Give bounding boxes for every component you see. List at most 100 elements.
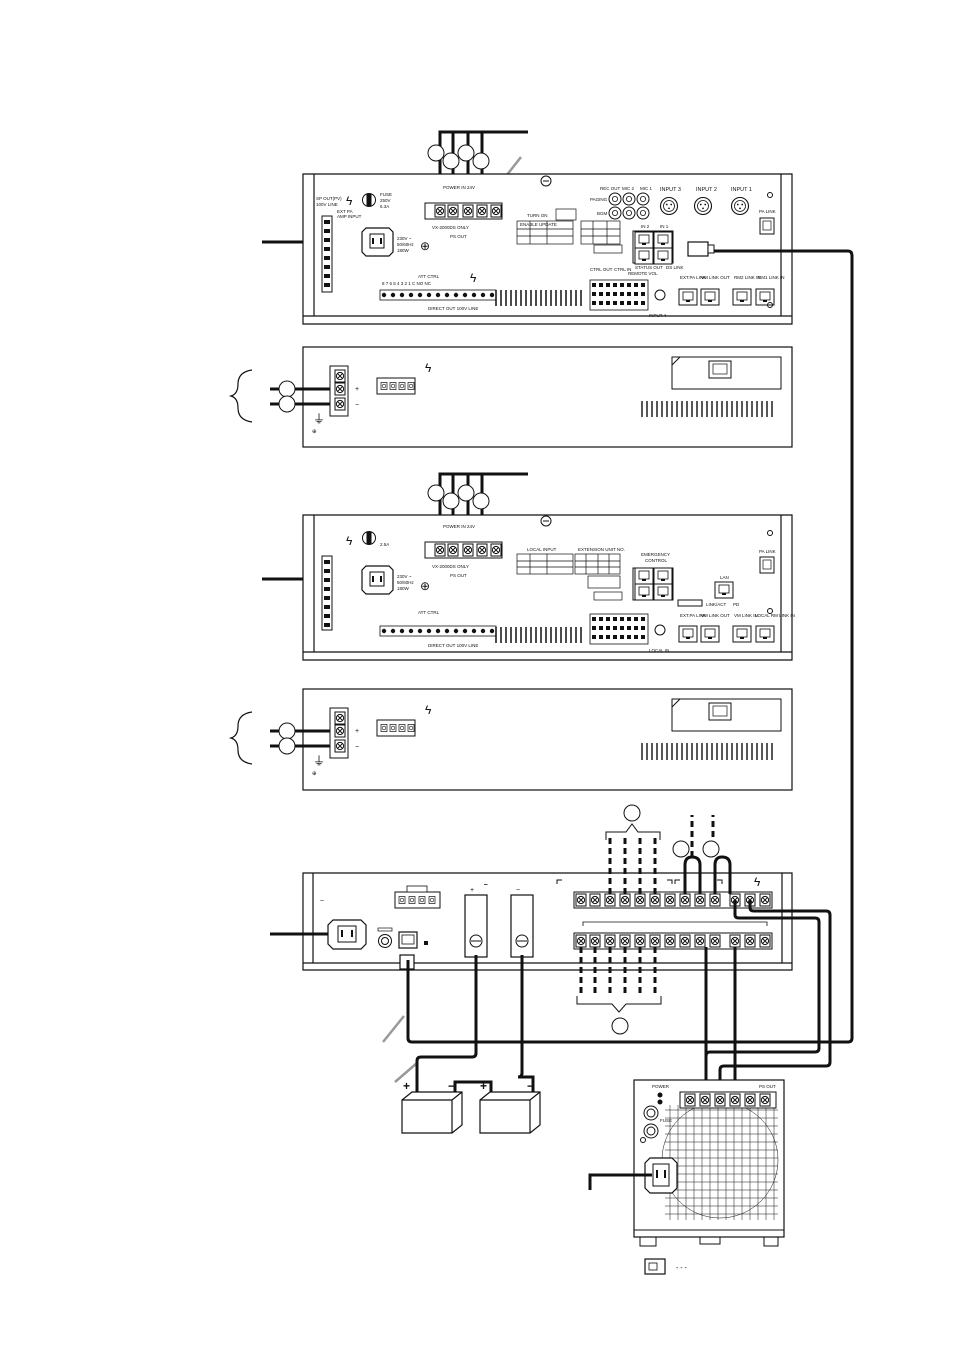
battery2-plus: + <box>480 1079 487 1093</box>
audio-inputs-1: REC OUT MIC 2 MIC 1 PAGING BGM INPUT 3 I… <box>590 186 773 220</box>
lan-label: LAN <box>720 575 729 580</box>
psu-power-label: POWER <box>652 1084 670 1089</box>
att-ctrl-label: ATT CTRL <box>418 274 440 279</box>
pa-link-port-2: PA LINK <box>759 530 776 574</box>
pointer-line-2 <box>382 1015 405 1043</box>
battery1-plus: + <box>403 1079 410 1093</box>
fuse-rating-2: 6.3A <box>380 204 389 209</box>
link-act-label: LINK/ACT <box>706 602 727 607</box>
ac-watt-u2: 180W <box>397 586 410 591</box>
vent-slots-1 <box>495 290 582 306</box>
pd-label: PD <box>733 602 740 607</box>
fuse-rating: 250V <box>380 198 391 203</box>
legend-dash: - - - <box>676 1265 688 1272</box>
vm-link-out-label: VM LINK OUT <box>701 275 730 280</box>
mic1-label: MIC 1 <box>640 186 652 191</box>
battery2-minus: − <box>527 1079 534 1093</box>
input4-label: INPUT 4 <box>649 313 667 318</box>
ground-screw-icon-amp1: ⊕ <box>312 429 317 435</box>
amp2-minus: − <box>355 744 359 751</box>
input2-label: INPUT 2 <box>696 187 717 193</box>
group-bracket-upper <box>605 823 661 840</box>
ac-inlet-2: 230V ~ 50/60Hz 180W ⊕ <box>361 565 430 595</box>
ctrl-terminals-2: LOCAL IN <box>589 613 669 653</box>
battery-wiring <box>415 955 535 1092</box>
ctrl-in-label: CTRL IN <box>614 267 631 272</box>
battery1-minus: − <box>448 1079 455 1093</box>
input3-label: INPUT 3 <box>660 187 681 193</box>
upper-dashed-wires <box>608 815 732 894</box>
ac-watt: 180W <box>397 248 410 253</box>
paging-label: PAGING <box>590 197 608 202</box>
vm-link-in-label: VM LINK IN <box>734 613 758 618</box>
ground-icon-amp2: ⏚ <box>313 754 325 768</box>
ext-pa-label: EXT PA <box>337 209 353 214</box>
link-ports-2: EXT.PA LINK VM LINK OUT VM LINK IN LOCAL… <box>678 608 795 643</box>
direct-out-label: DIRECT OUT 100V LINE <box>428 306 478 311</box>
amp1-minus: − <box>355 402 359 409</box>
ac-hz: 50/60Hz <box>397 242 415 247</box>
emergency-label: EMERGENCY <box>641 552 670 557</box>
ps-out-label-u2: PS OUT <box>450 573 467 578</box>
shock-icon-amp1: ϟ <box>425 361 432 375</box>
vm-link-out-label-u2: VM LINK OUT <box>701 613 730 618</box>
sp-out-terminal-strip-1: SP OUT(PV) 100V LINE EXT PA AMP INPUT ϟ <box>316 194 362 293</box>
in1-label: IN 1 <box>660 224 669 229</box>
wire-number-circles-2 <box>427 484 490 510</box>
psu-ps-out-label: PS OUT <box>759 1084 776 1089</box>
power-supply-unit: PS OUT POWER FUSE <box>588 1079 785 1247</box>
fuse-label: FUSE <box>380 192 392 197</box>
shock-icon-2: ϟ <box>470 271 477 285</box>
control-label: CONTROL <box>645 558 667 563</box>
only-label-u2: VX-2000DS ONLY <box>432 564 469 569</box>
power-in-label: POWER IN 24V <box>443 185 475 190</box>
rec-out-label: REC OUT <box>600 186 621 191</box>
battery-2: + − <box>479 1079 541 1134</box>
shock-icon: ϟ <box>346 194 353 208</box>
turn-on-label: TURN ON <box>527 213 548 218</box>
mixer-amplifier-unit-1: SP OUT(PV) 100V LINE EXT PA AMP INPUT ϟ … <box>262 130 793 325</box>
amp2-plus: + <box>355 728 359 735</box>
amp2-small-terminals: ϟ <box>376 703 432 737</box>
remote-vol-label: REMOTE VOL <box>628 271 658 276</box>
mic2-label: MIC 2 <box>622 186 634 191</box>
ac-rating: 230V ~ <box>397 236 412 241</box>
bgm-label: BGM <box>597 211 608 216</box>
rm2-link-in-label: RM2 LINK IN <box>734 275 761 280</box>
panel-minus: − <box>516 887 520 894</box>
rm1-link-in-label: RM1 LINK IN <box>758 275 785 280</box>
shock-icon-amp2: ϟ <box>425 703 432 717</box>
ctrl-terminals-1: CTRL OUT CTRL IN INPUT 4 <box>589 267 667 318</box>
pa-link-port-1: PA LINK <box>759 209 776 235</box>
dc-symbol: ⎓ <box>484 882 488 887</box>
sp-out-line-label: 100V LINE <box>316 202 338 207</box>
fuse-holder-2: 2.5A <box>362 531 389 547</box>
ground-icon-u2: ⊕ <box>420 579 430 593</box>
dip-switch-table-2: LOCAL INPUT EXTENSION UNIT NO. <box>516 547 625 601</box>
amp2-network-slot <box>671 698 782 732</box>
local-rm-link-label: LOCAL RM LINK IN <box>755 613 795 618</box>
vent-slots-2 <box>495 627 582 643</box>
ds-link-cable <box>406 249 854 1044</box>
local-input-label: LOCAL INPUT <box>527 547 557 552</box>
dip-switch-table-1: TURN ON ENABLE UPDATE <box>516 208 621 245</box>
panel-plus: + <box>470 887 474 894</box>
amp2-vents <box>641 743 773 760</box>
in2-label: IN 2 <box>641 224 650 229</box>
ac-inlet-3 <box>327 919 367 950</box>
mixer-amplifier-unit-2: ϟ 2.5A 230V ~ 50/60Hz 180W ⊕ POWER IN 24… <box>262 472 795 661</box>
local-in-label: LOCAL IN <box>649 648 669 653</box>
enable-update-label: ENABLE UPDATE <box>520 222 557 227</box>
ground-icon: ⊕ <box>420 239 430 253</box>
pointer-line-3 <box>394 1062 418 1083</box>
ext-pa-link-label-u2: EXT.PA LINK <box>680 613 706 618</box>
ground-icon-amp1: ⏚ <box>313 412 325 426</box>
ac-inlet-1: 230V ~ 50/60Hz 180W ⊕ <box>361 227 430 257</box>
amp1-small-terminals: ϟ <box>376 361 432 395</box>
group-bracket-lower <box>576 996 662 1013</box>
direct-out-label-u2: DIRECT OUT 100V LINE <box>428 643 478 648</box>
only-label: VX-2000DS ONLY <box>432 225 469 230</box>
shock-icon-u2: ϟ <box>346 534 353 548</box>
att-numbers: 8 7 6 5 4 3 2 1 C NO NC <box>382 281 432 286</box>
brace-1 <box>228 369 253 423</box>
